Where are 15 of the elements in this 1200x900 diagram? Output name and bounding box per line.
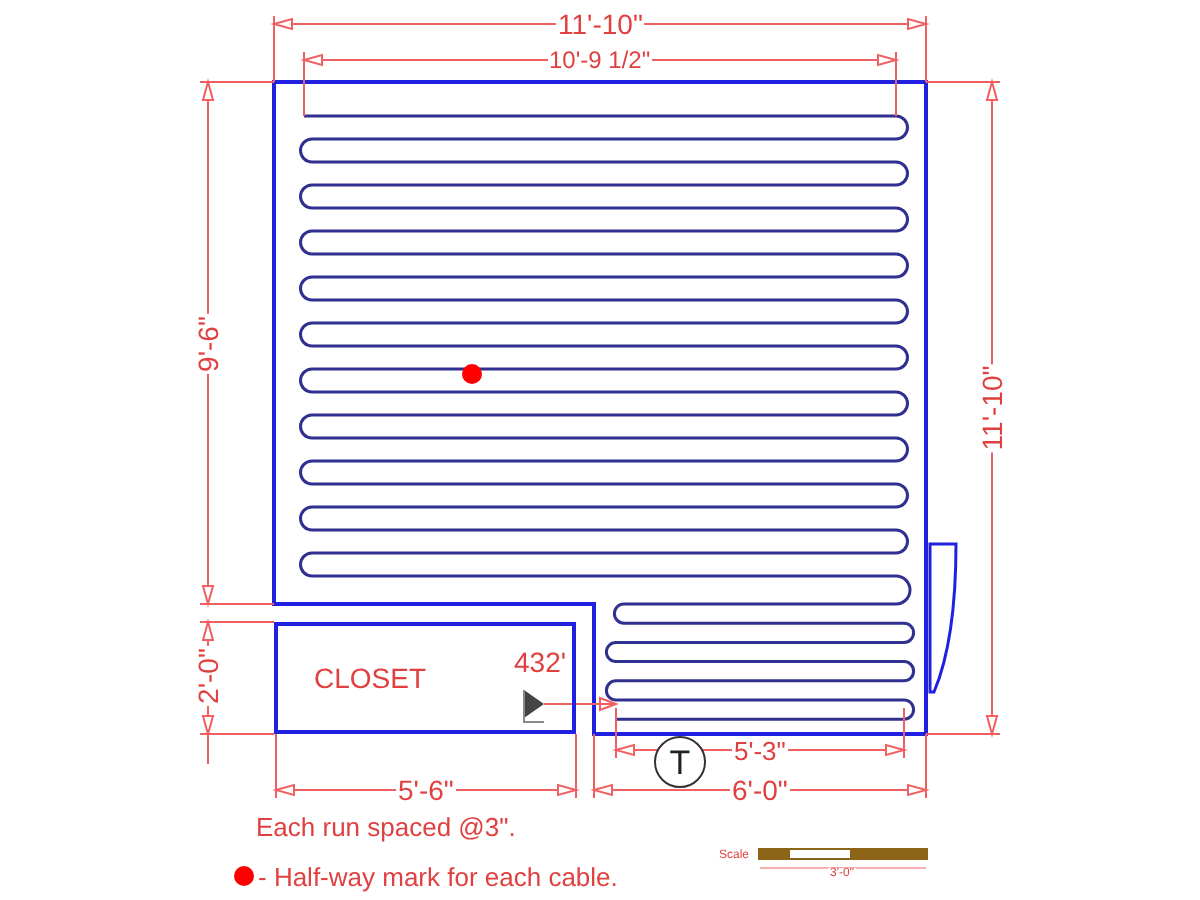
closet-room [274,622,576,734]
room-name: CLOSET [314,664,427,692]
cable-length-label: 432' [512,648,569,676]
dimension-label: 11'-10" [556,10,645,38]
dimension-label: 9'-6" [193,314,222,374]
dimension-label: 10'-9 1/2" [547,48,653,72]
legend-text: - Half-way mark for each cable. [256,863,620,889]
dimension-label: 6'-0" [730,776,790,804]
note-text: Each run spaced @3". [254,813,518,839]
dimension-label: 11'-10" [978,363,1007,453]
dimension-label: 5'-3" [732,737,788,763]
thermostat-letter: T [669,745,691,779]
dimension-label: 5'-6" [396,776,456,804]
dimension-label: 2'-0" [193,646,222,706]
thermostat-symbol [654,736,706,788]
